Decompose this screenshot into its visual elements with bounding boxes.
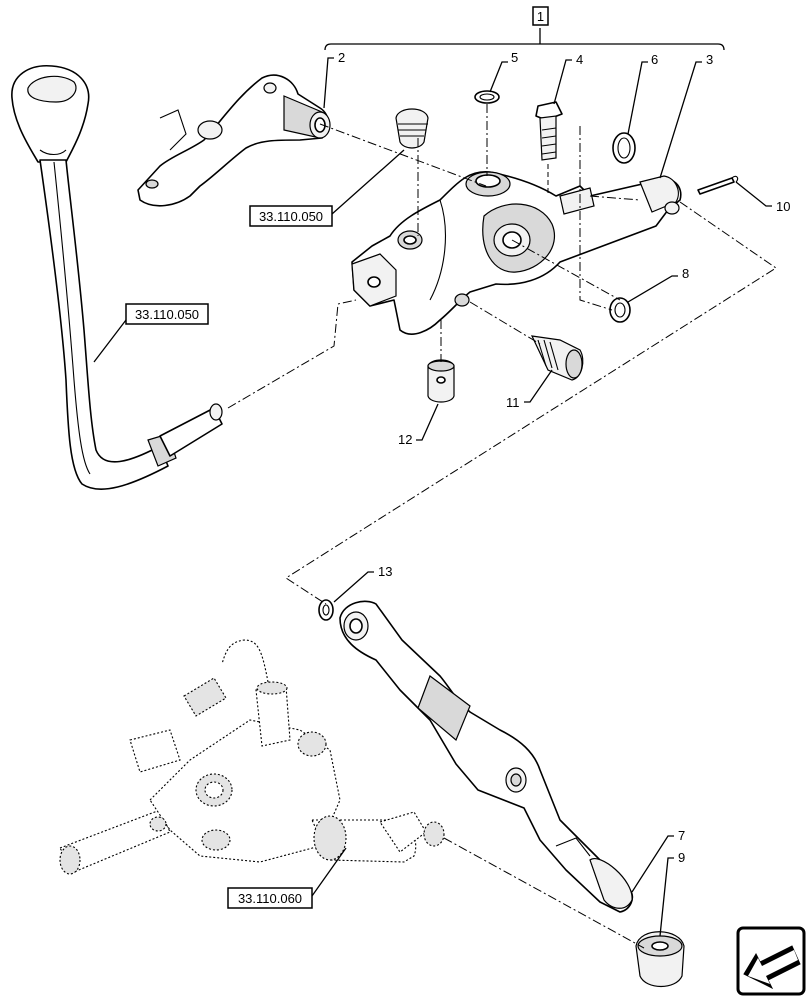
- leaders: [93, 57, 772, 937]
- assembly-lines: [227, 104, 777, 949]
- callout-11-label: 11: [506, 395, 520, 410]
- callout-2-label: 2: [338, 50, 345, 65]
- circlip-6: [612, 132, 636, 164]
- callout-9-label: 9: [678, 850, 685, 865]
- assembly-bracket: [324, 28, 725, 51]
- callout-1-box: 1: [532, 6, 549, 26]
- callout-12-label: 12: [398, 432, 412, 447]
- washer-13: [318, 599, 334, 621]
- callout-5-label: 5: [511, 50, 518, 65]
- ref-box-bottom[interactable]: 33.110.060: [227, 887, 313, 909]
- ref-top-label: 33.110.050: [259, 209, 323, 224]
- snap-ring-5: [474, 90, 500, 104]
- ref-left-label: 33.110.050: [135, 307, 199, 322]
- callout-labels: 2 3 4 5 6 7 8 9 10 11 12 13: [338, 50, 790, 865]
- ref-bottom-label: 33.110.060: [238, 891, 302, 906]
- callout-4-label: 4: [576, 52, 583, 67]
- threaded-insert: [395, 108, 429, 149]
- pivot-link: [137, 74, 331, 207]
- shift-housing: [351, 171, 682, 335]
- callout-8-label: 8: [682, 266, 689, 281]
- ref-box-top[interactable]: 33.110.050: [249, 205, 333, 227]
- callout-13-label: 13: [378, 564, 392, 579]
- callout-7-label: 7: [678, 828, 685, 843]
- end-clip-9: [635, 931, 685, 988]
- circlip-8: [609, 297, 631, 323]
- shift-arm: [339, 600, 634, 913]
- callout-3-label: 3: [706, 52, 713, 67]
- plug-screw-11: [530, 335, 584, 381]
- ref-box-left[interactable]: 33.110.050: [125, 303, 209, 325]
- back-arrow-icon[interactable]: [736, 926, 806, 996]
- callout-6-label: 6: [651, 52, 658, 67]
- bolt: [535, 101, 563, 161]
- callout-10-label: 10: [776, 199, 790, 214]
- gearbox-ghost: [59, 639, 445, 875]
- callout-1-label: 1: [537, 9, 544, 24]
- pin-10: [697, 175, 739, 195]
- dowel-12: [427, 359, 455, 403]
- gear-lever: [11, 65, 223, 490]
